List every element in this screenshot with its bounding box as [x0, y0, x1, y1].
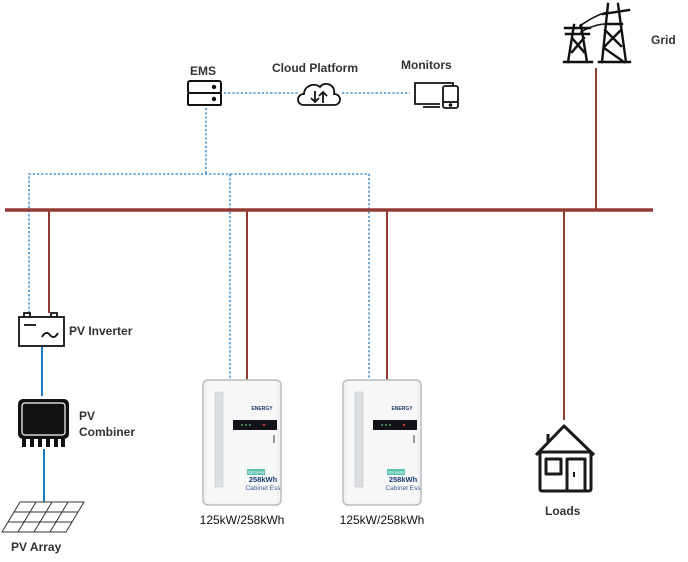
server-icon: [187, 80, 222, 106]
transmission-tower-icon: [562, 2, 632, 64]
pv-combiner-node[interactable]: PV Combiner: [18, 399, 135, 447]
cabinet-model: Cabinet Ess: [245, 485, 281, 492]
cloud-sync-icon: [297, 83, 341, 106]
loads-node[interactable]: Loads: [534, 424, 596, 518]
pv-combiner-label-line2: Combiner: [79, 425, 135, 439]
cabinet-series-tag: Star Series: [388, 471, 405, 475]
inverter-icon: [18, 312, 65, 347]
cabinet-brand: ENERGY: [391, 406, 413, 412]
pv-inverter-node[interactable]: PV Inverter: [18, 312, 133, 347]
pv-inverter-label: PV Inverter: [69, 324, 133, 338]
battery-cabinet-icon: Star Series ENERGY 258kWh Cabinet Ess: [202, 379, 282, 506]
cabinet-brand: ENERGY: [251, 406, 273, 412]
cabinet-model: Cabinet Ess: [385, 485, 421, 492]
pv-array-node[interactable]: PV Array: [1, 501, 85, 554]
cabinet-1-label: 125kW/258kWh: [200, 513, 285, 527]
ems-bus-link: [28, 173, 370, 380]
pv-combiner-label-line1: PV: [79, 409, 95, 423]
battery-cabinet-icon: Star Series ENERGY 258kWh Cabinet Ess: [342, 379, 422, 506]
cloud-node[interactable]: Cloud Platform: [272, 61, 358, 106]
pv-array-label: PV Array: [11, 540, 62, 554]
cabinet-series-tag: Star Series: [248, 471, 265, 475]
solar-panel-icon: [1, 501, 85, 533]
cabinet-2-label: 125kW/258kWh: [340, 513, 425, 527]
cloud-platform-label: Cloud Platform: [272, 61, 358, 75]
monitors-node[interactable]: Monitors: [401, 58, 459, 109]
monitor-tablet-icon: [414, 82, 459, 109]
power-lines: [5, 68, 653, 420]
combiner-box-icon: [18, 399, 69, 447]
loads-label: Loads: [545, 504, 581, 518]
ems-node[interactable]: EMS: [187, 64, 222, 106]
cabinet-node-1[interactable]: Star Series ENERGY 258kWh Cabinet Ess: [202, 379, 282, 506]
monitors-label: Monitors: [401, 58, 452, 72]
cabinet-capacity: 258kWh: [389, 475, 418, 484]
ems-label: EMS: [190, 64, 216, 78]
house-icon: [534, 424, 596, 493]
cabinet-node-2[interactable]: Star Series ENERGY 258kWh Cabinet Ess: [342, 379, 422, 506]
grid-label: Grid: [651, 33, 676, 47]
grid-node[interactable]: Grid: [562, 2, 676, 64]
cabinet-capacity: 258kWh: [249, 475, 278, 484]
